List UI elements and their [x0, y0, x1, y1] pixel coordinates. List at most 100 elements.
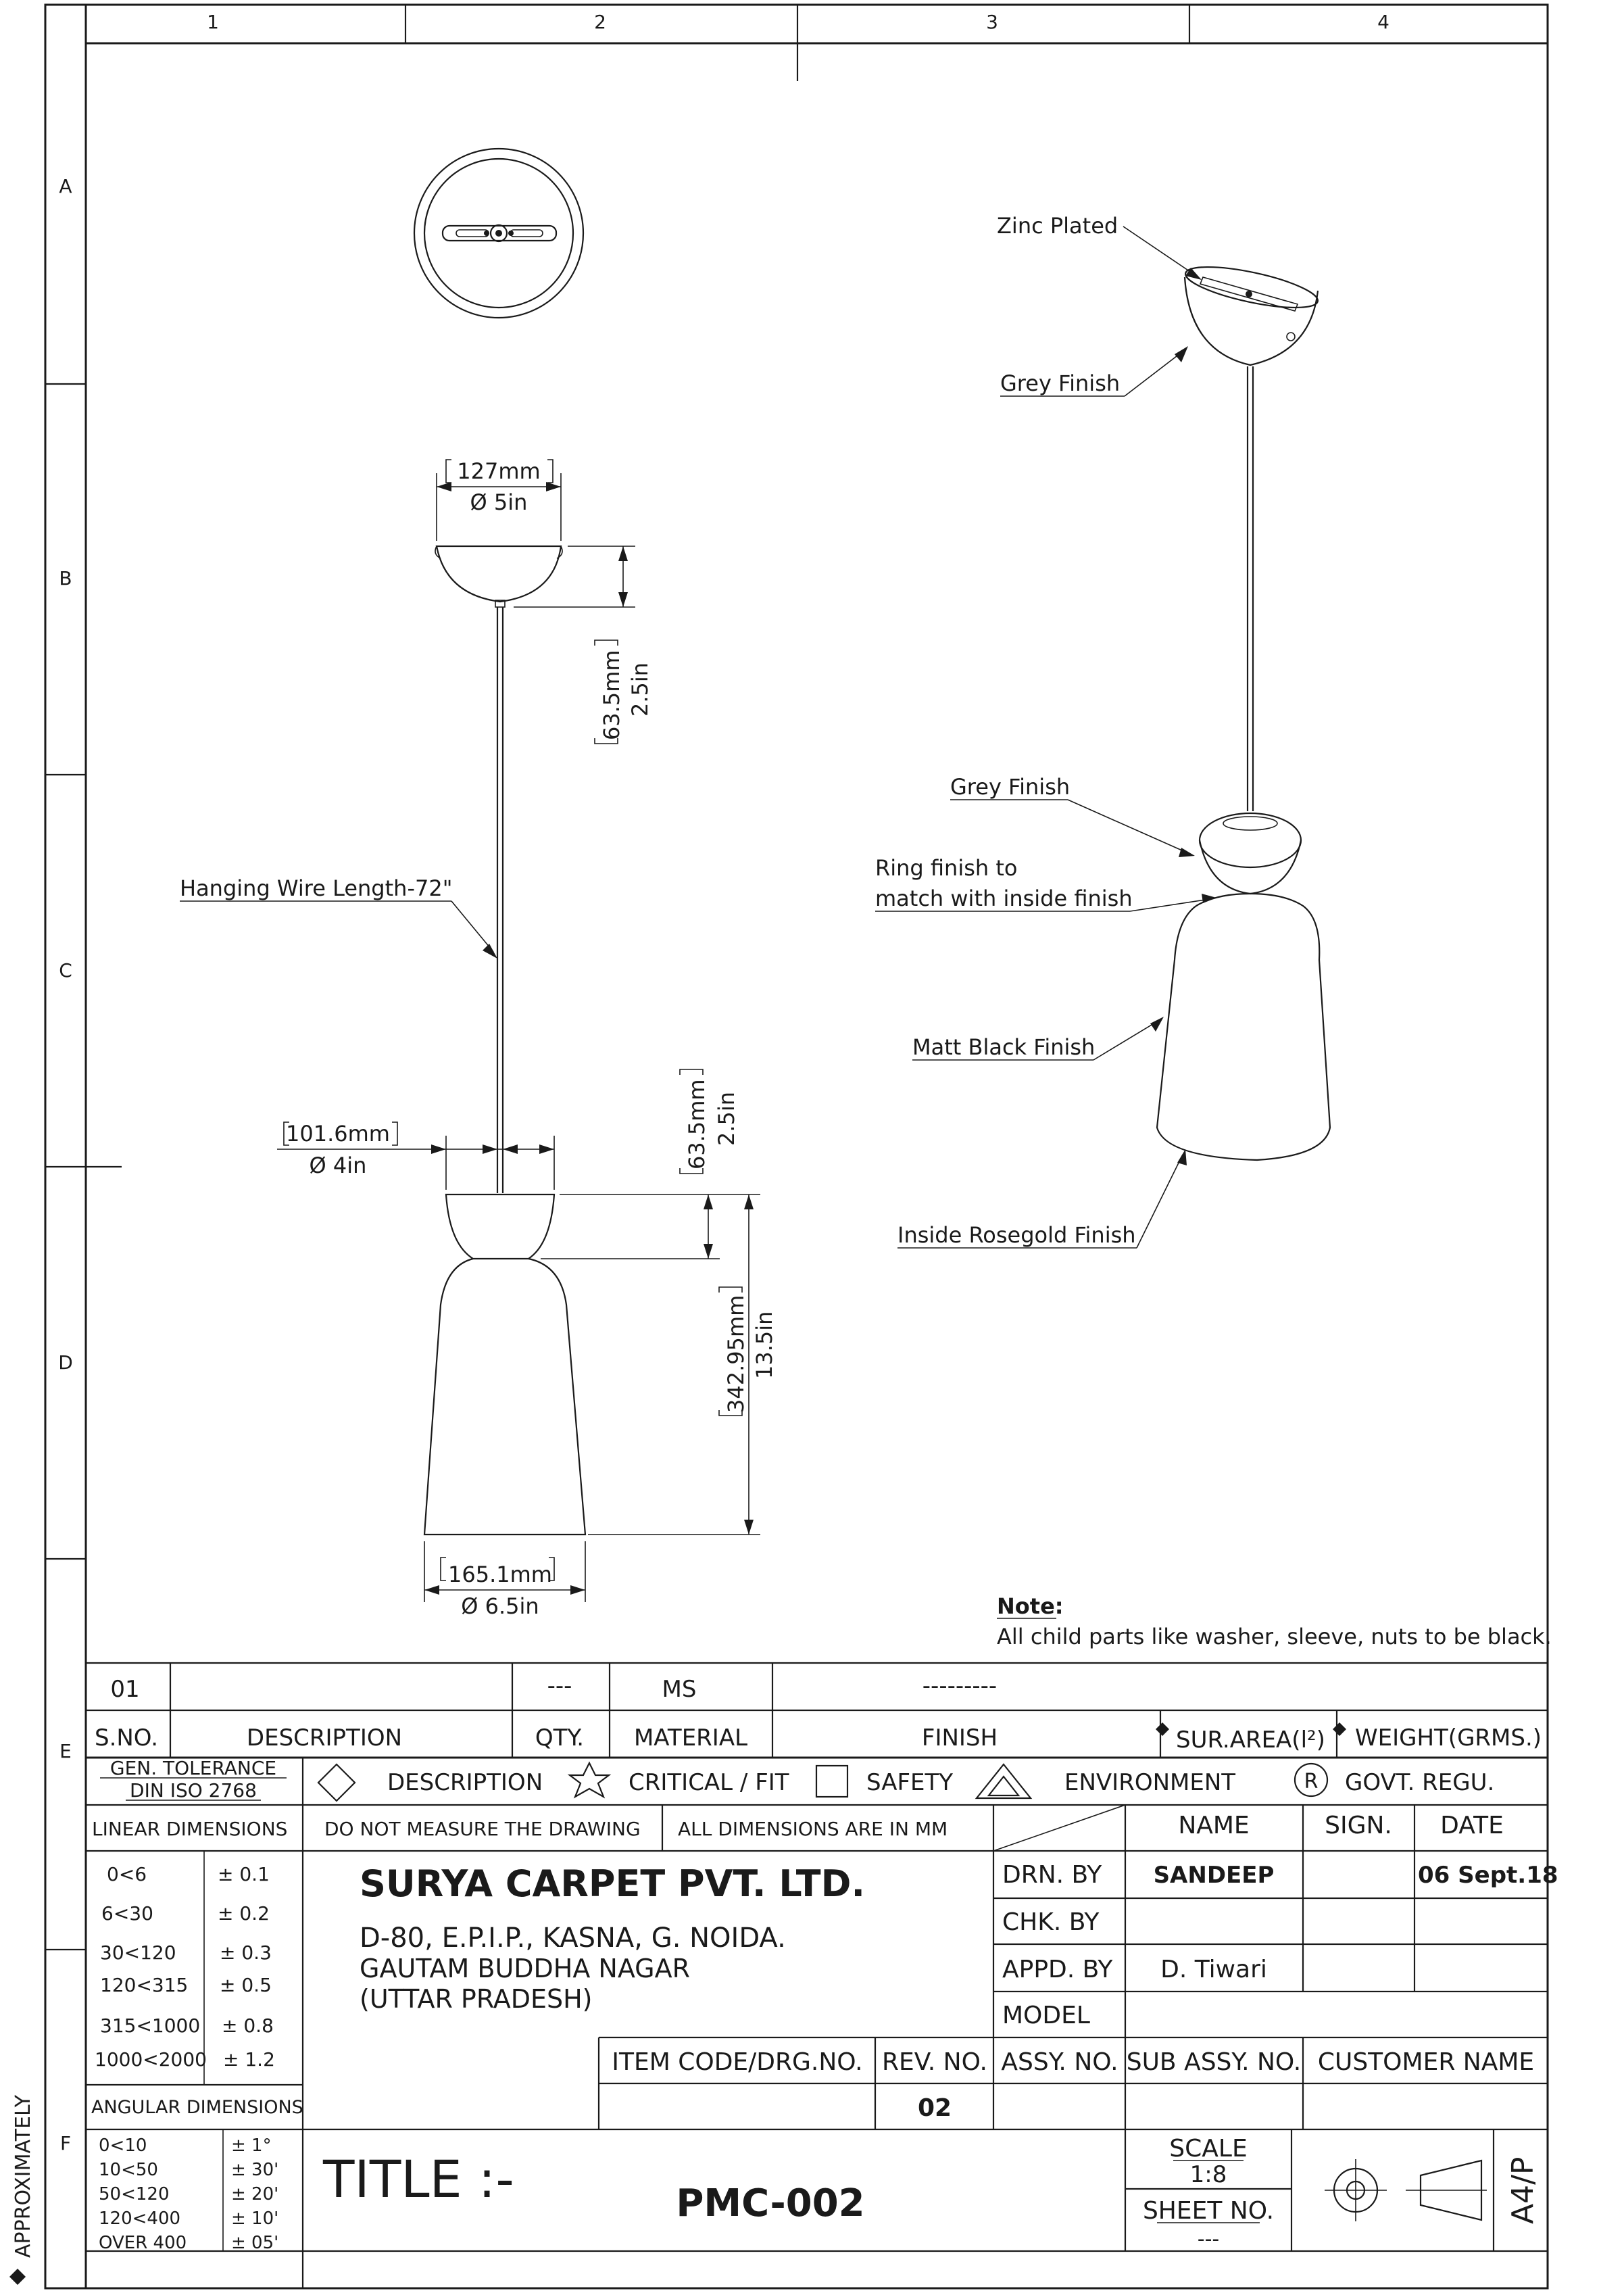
note-text: All child parts like washer, sleeve, nut…	[997, 1624, 1552, 1649]
ang-tol-value-4: ± 10'	[231, 2208, 278, 2229]
bom-header-material: MATERIAL	[634, 1724, 747, 1752]
grid-col-4: 4	[1377, 11, 1389, 33]
din-iso-label: DIN ISO 2768	[130, 1779, 257, 1802]
bom-row-sno: 01	[110, 1676, 139, 1703]
appd-by-name: D. Tiwari	[1160, 1956, 1267, 1983]
company-address-2: GAUTAM BUDDHA NAGAR	[360, 1954, 690, 1983]
chk-by-label: CHK. BY	[1002, 1908, 1100, 1936]
lin-tol-value-6: ± 1.2	[223, 2048, 275, 2071]
dim-cup-h-in: 2.5in	[714, 1092, 739, 1146]
legend-safety: SAFETY	[866, 1769, 953, 1796]
title-block: LINEAR DIMENSIONS DO NOT MEASURE THE DRA…	[86, 1804, 1558, 2253]
callout-matt-text: Matt Black Finish	[912, 1034, 1095, 1060]
sign-header: SIGN.	[1325, 1812, 1392, 1839]
drn-by-name: SANDEEP	[1154, 1862, 1275, 1889]
lin-tol-range-3: 30<120	[100, 1941, 176, 1964]
lin-tol-value-5: ± 0.8	[222, 2014, 274, 2037]
dim-base-diameter: 165.1mm Ø 6.5in	[424, 1541, 586, 1619]
sub-assy-no-label: SUB ASSY. NO.	[1127, 2048, 1302, 2076]
bom-row-finish: ---------	[922, 1672, 997, 1699]
tolerance-legend: GEN. TOLERANCE DIN ISO 2768 DESCRIPTION …	[86, 1757, 1548, 2288]
canopy-top-view	[413, 147, 585, 319]
callout-ring2-text: match with inside finish	[875, 886, 1133, 911]
linear-dimensions-label: LINEAR DIMENSIONS	[92, 1818, 287, 1840]
drawing-note: Note: All child parts like washer, sleev…	[997, 1593, 1552, 1649]
dim-canopy-mm: 127mm	[457, 458, 540, 484]
ang-tol-range-3: 50<120	[99, 2184, 170, 2204]
dim-canopy-h-in: 2.5in	[627, 662, 653, 717]
dim-neck-in: Ø 4in	[310, 1153, 367, 1178]
dim-body-height: 342.95mm 13.5in	[588, 1194, 777, 1535]
dim-body-h-mm: 342.95mm	[723, 1295, 749, 1413]
bom-header-area: SUR.AREA(l²)	[1176, 1727, 1325, 1754]
model-label: MODEL	[1002, 2002, 1090, 2029]
company-address-3: (UTTAR PRADESH)	[360, 1984, 593, 2014]
customer-name-label: CUSTOMER NAME	[1318, 2048, 1534, 2076]
lin-tol-range-6: 1000<2000	[95, 2048, 207, 2071]
callout-ring1-text: Ring finish to	[875, 855, 1017, 881]
front-elevation	[423, 545, 587, 1536]
ang-tol-range-2: 10<50	[99, 2160, 158, 2180]
date-header: DATE	[1440, 1812, 1504, 1839]
bom-table: 01 --- MS --------- S.NO. DESCRIPTION QT…	[86, 1662, 1548, 1759]
callout-wire-length: Hanging Wire Length-72"	[180, 875, 497, 959]
scale-label: SCALE	[1169, 2135, 1247, 2163]
projection-symbol-icon	[1325, 2159, 1487, 2221]
ang-tol-value-2: ± 30'	[231, 2160, 278, 2180]
callout-wire-text: Hanging Wire Length-72"	[180, 875, 452, 901]
grid-row-b: B	[59, 567, 72, 589]
dim-neck-diameter: 101.6mm Ø 4in	[277, 1121, 555, 1190]
rev-no-value: 02	[918, 2094, 952, 2122]
bom-row-material: MS	[662, 1676, 697, 1703]
dim-body-h-in: 13.5in	[752, 1311, 777, 1379]
grid-col-3: 3	[986, 11, 998, 33]
gen-tolerance-label: GEN. TOLERANCE	[110, 1757, 276, 1779]
legend-critical: CRITICAL / FIT	[629, 1769, 789, 1796]
dim-base-in: Ø 6.5in	[461, 1593, 539, 1619]
grid-row-labels: A B C D E F	[58, 175, 73, 2154]
callouts-isometric: Zinc Plated Grey Finish Grey Finish Ring…	[875, 213, 1216, 1249]
all-mm-label: ALL DIMENSIONS ARE IN MM	[678, 1818, 948, 1840]
ang-tol-value-5: ± 05'	[231, 2233, 278, 2253]
assy-no-label: ASSY. NO.	[1001, 2048, 1118, 2076]
lin-tol-range-4: 120<315	[100, 1974, 188, 1996]
grid-row-f: F	[60, 2132, 71, 2154]
dim-cup-h-mm: 63.5mm	[684, 1079, 710, 1169]
sheet-no-value: ---	[1198, 2227, 1219, 2251]
lin-tol-value-4: ± 0.5	[220, 1974, 272, 1996]
bom-header-weight: WEIGHT(GRMS.)	[1355, 1724, 1542, 1752]
legend-description: DESCRIPTION	[387, 1769, 543, 1796]
bom-row-qty: ---	[547, 1672, 572, 1699]
callout-zinc-text: Zinc Plated	[997, 213, 1118, 239]
isometric-view	[1156, 266, 1331, 1161]
drn-by-label: DRN. BY	[1002, 1861, 1102, 1889]
ang-tol-range-4: 120<400	[99, 2208, 180, 2229]
callout-grey1-text: Grey Finish	[1000, 370, 1120, 396]
lin-tol-value-1: ± 0.1	[218, 1863, 270, 1885]
company-address-1: D-80, E.P.I.P., KASNA, G. NOIDA.	[360, 1923, 786, 1954]
name-header: NAME	[1178, 1812, 1249, 1839]
dim-canopy-diameter: 127mm Ø 5in	[436, 458, 562, 541]
legend-govt: GOVT. REGU.	[1345, 1769, 1494, 1796]
grid-row-a: A	[59, 175, 72, 197]
title-label: TITLE :-	[322, 2149, 514, 2209]
lin-tol-range-2: 6<30	[101, 1902, 153, 1925]
dim-canopy-h-mm: 63.5mm	[599, 650, 624, 740]
legend-r-symbol: R	[1304, 1770, 1319, 1793]
callout-rosegold-text: Inside Rosegold Finish	[897, 1222, 1136, 1248]
lin-tol-value-2: ± 0.2	[218, 1902, 270, 1925]
grid-col-2: 2	[594, 11, 606, 33]
angular-dimensions-label: ANGULAR DIMENSIONS	[91, 2097, 303, 2118]
grid-row-e: E	[59, 1740, 72, 1762]
bom-header-qty: QTY.	[535, 1724, 584, 1752]
grid-column-labels: 1 2 3 4	[207, 11, 1389, 33]
legend-environment: ENVIRONMENT	[1064, 1769, 1235, 1796]
ang-tol-value-3: ± 20'	[231, 2184, 278, 2204]
note-title: Note:	[997, 1593, 1064, 1619]
dim-canopy-height: 63.5mm 2.5in	[514, 546, 653, 744]
no-measure-label: DO NOT MEASURE THE DRAWING	[324, 1818, 641, 1840]
item-code-label: ITEM CODE/DRG.NO.	[612, 2048, 862, 2076]
dim-base-mm: 165.1mm	[448, 1562, 552, 1587]
drawing-frame	[44, 3, 1549, 2290]
